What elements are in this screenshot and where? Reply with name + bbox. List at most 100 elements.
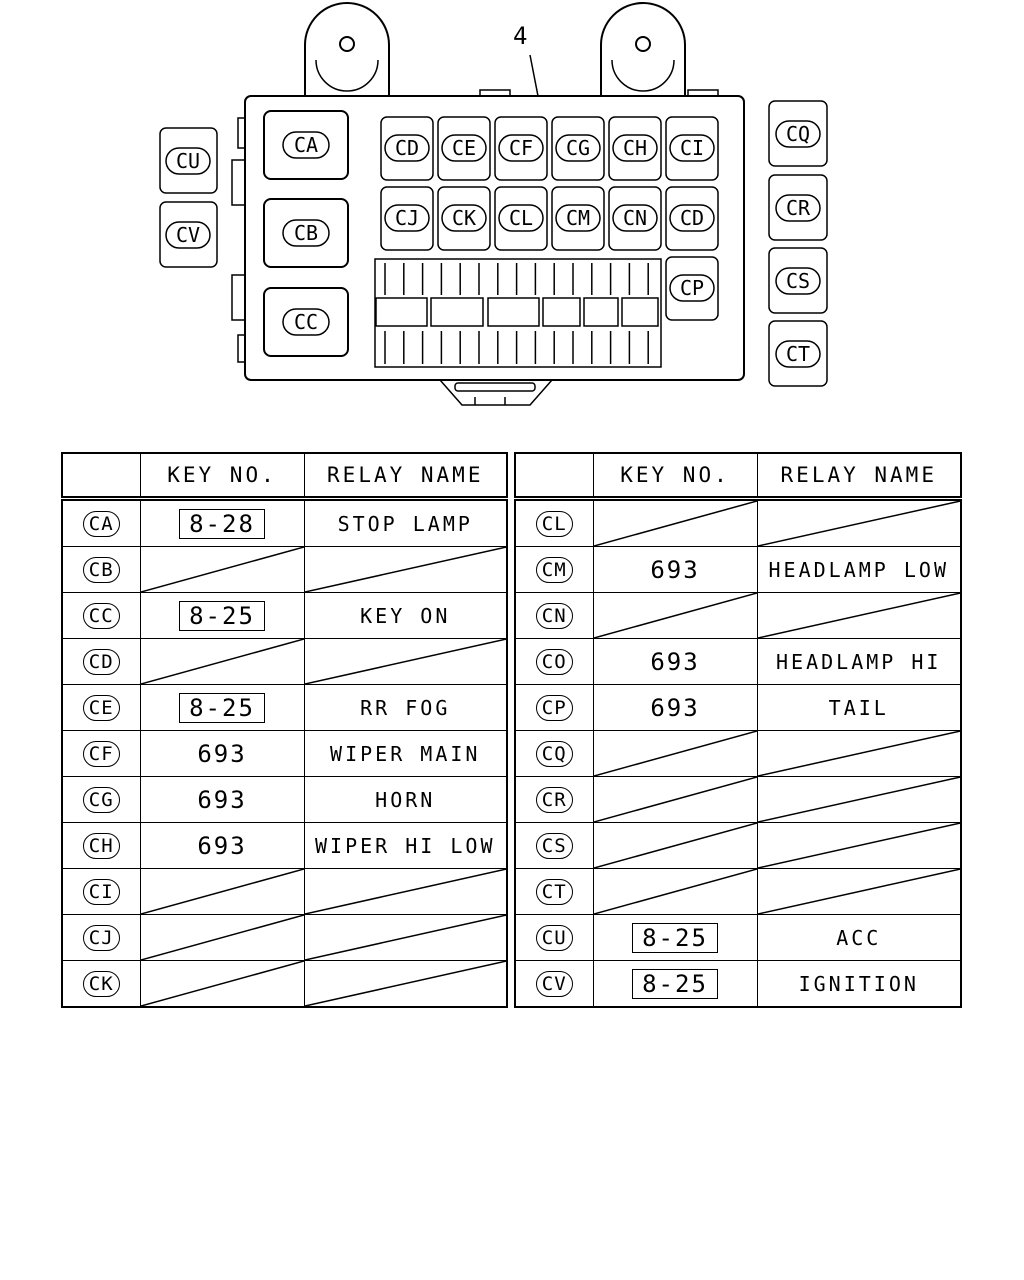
diagram-label-cb: CB [294,221,318,245]
relay-name: WIPER HI LOW [315,833,496,858]
diagram-label-ca: CA [294,133,318,157]
key-no-cell: 8-25 [592,960,758,1008]
header-code [514,452,594,501]
key-no-cell: 8-28 [139,498,305,547]
header-code [61,452,141,501]
table-row: CS [514,822,962,869]
key-no: 8-25 [632,922,718,953]
key-no-cell: 693 [139,822,305,869]
empty-slash [141,547,304,592]
empty-slash [305,639,507,684]
relay-name: STOP LAMP [337,511,473,536]
table-row: CQ [514,730,962,777]
table-row: CA 8-28 STOP LAMP [61,498,508,547]
relay-code: CN [535,602,573,629]
table-row: CK [61,960,508,1008]
diagram-label-cr: CR [786,196,811,220]
relay-name-cell: IGNITION [756,960,962,1008]
relay-code-cell: CM [514,546,594,593]
table-row: CD [61,638,508,685]
table-header-row: KEY NO. RELAY NAME [61,452,508,501]
relay-code: CM [535,556,573,583]
empty-slash [758,501,961,546]
diagram-label-ci: CI [680,136,704,160]
diagram-label-cd-2: CD [680,206,704,230]
relay-code: CE [82,694,120,721]
relay-code: CV [535,970,573,997]
key-no-cell: 8-25 [139,592,305,639]
key-no-cell: 8-25 [592,914,758,961]
table-row: CH 693 WIPER HI LOW [61,822,508,869]
relay-name-cell: HORN [303,776,508,823]
relay-code-cell: CB [61,546,141,593]
relay-name-cell: HEADLAMP LOW [756,546,962,593]
bottom-connector [439,379,553,406]
relay-name: WIPER MAIN [330,741,481,766]
key-no-cell [139,960,305,1008]
key-no-cell: 8-25 [139,684,305,731]
empty-slash [594,501,757,546]
empty-slash [758,593,961,638]
key-no-cell [139,638,305,685]
relay-box-diagram: 4 [159,2,828,406]
relay-name-cell [756,868,962,915]
relay-code: CO [535,648,573,675]
key-no-cell [139,914,305,961]
diagram-label-cf: CF [509,136,533,160]
relay-name-cell [303,546,508,593]
diagram-label-ck: CK [452,206,476,230]
relay-name-cell: RR FOG [303,684,508,731]
diagram-label-ct: CT [786,342,810,366]
relay-name: ACC [836,925,882,950]
relay-code-cell: CG [61,776,141,823]
empty-slash [758,731,961,776]
key-no-cell [592,868,758,915]
diagram-label-cu: CU [176,149,200,173]
diagram-label-cp: CP [680,276,704,300]
relay-code: CA [82,510,120,537]
key-no: 693 [650,555,700,584]
empty-slash [141,869,304,914]
header-key-no: KEY NO. [139,452,305,501]
table-row: CR [514,776,962,823]
relay-name: HORN [375,787,436,812]
mounting-ear-left [304,2,390,97]
relay-code-cell: CI [61,868,141,915]
empty-slash [141,915,304,960]
table-row: CU 8-25 ACC [514,914,962,961]
relay-code: CH [82,832,120,859]
callout-number: 4 [513,22,527,50]
relay-code: CD [82,648,120,675]
empty-slash [141,961,304,1006]
relay-name: TAIL [828,695,889,720]
table-row: CM 693 HEADLAMP LOW [514,546,962,593]
relay-code: CS [535,832,573,859]
relay-code: CU [535,924,573,951]
relay-code-cell: CL [514,498,594,547]
relay-code: CB [82,556,120,583]
diagram-label-cg: CG [566,136,590,160]
relay-code-cell: CF [61,730,141,777]
key-no-cell [139,868,305,915]
relay-name-cell: KEY ON [303,592,508,639]
relay-name: KEY ON [360,603,451,628]
key-no: 8-28 [179,508,265,539]
key-no: 693 [197,739,247,768]
key-no-cell: 693 [592,546,758,593]
table-row: CN [514,592,962,639]
relay-code: CG [82,786,120,813]
key-no-cell: 693 [139,730,305,777]
relay-name: HEADLAMP HI [776,649,942,674]
relay-code-cell: CH [61,822,141,869]
empty-slash [758,823,961,868]
relay-code: CP [535,694,573,721]
relay-code: CT [535,878,573,905]
empty-slash [594,593,757,638]
relay-name-cell [756,498,962,547]
empty-slash [305,869,507,914]
relay-code-cell: CQ [514,730,594,777]
